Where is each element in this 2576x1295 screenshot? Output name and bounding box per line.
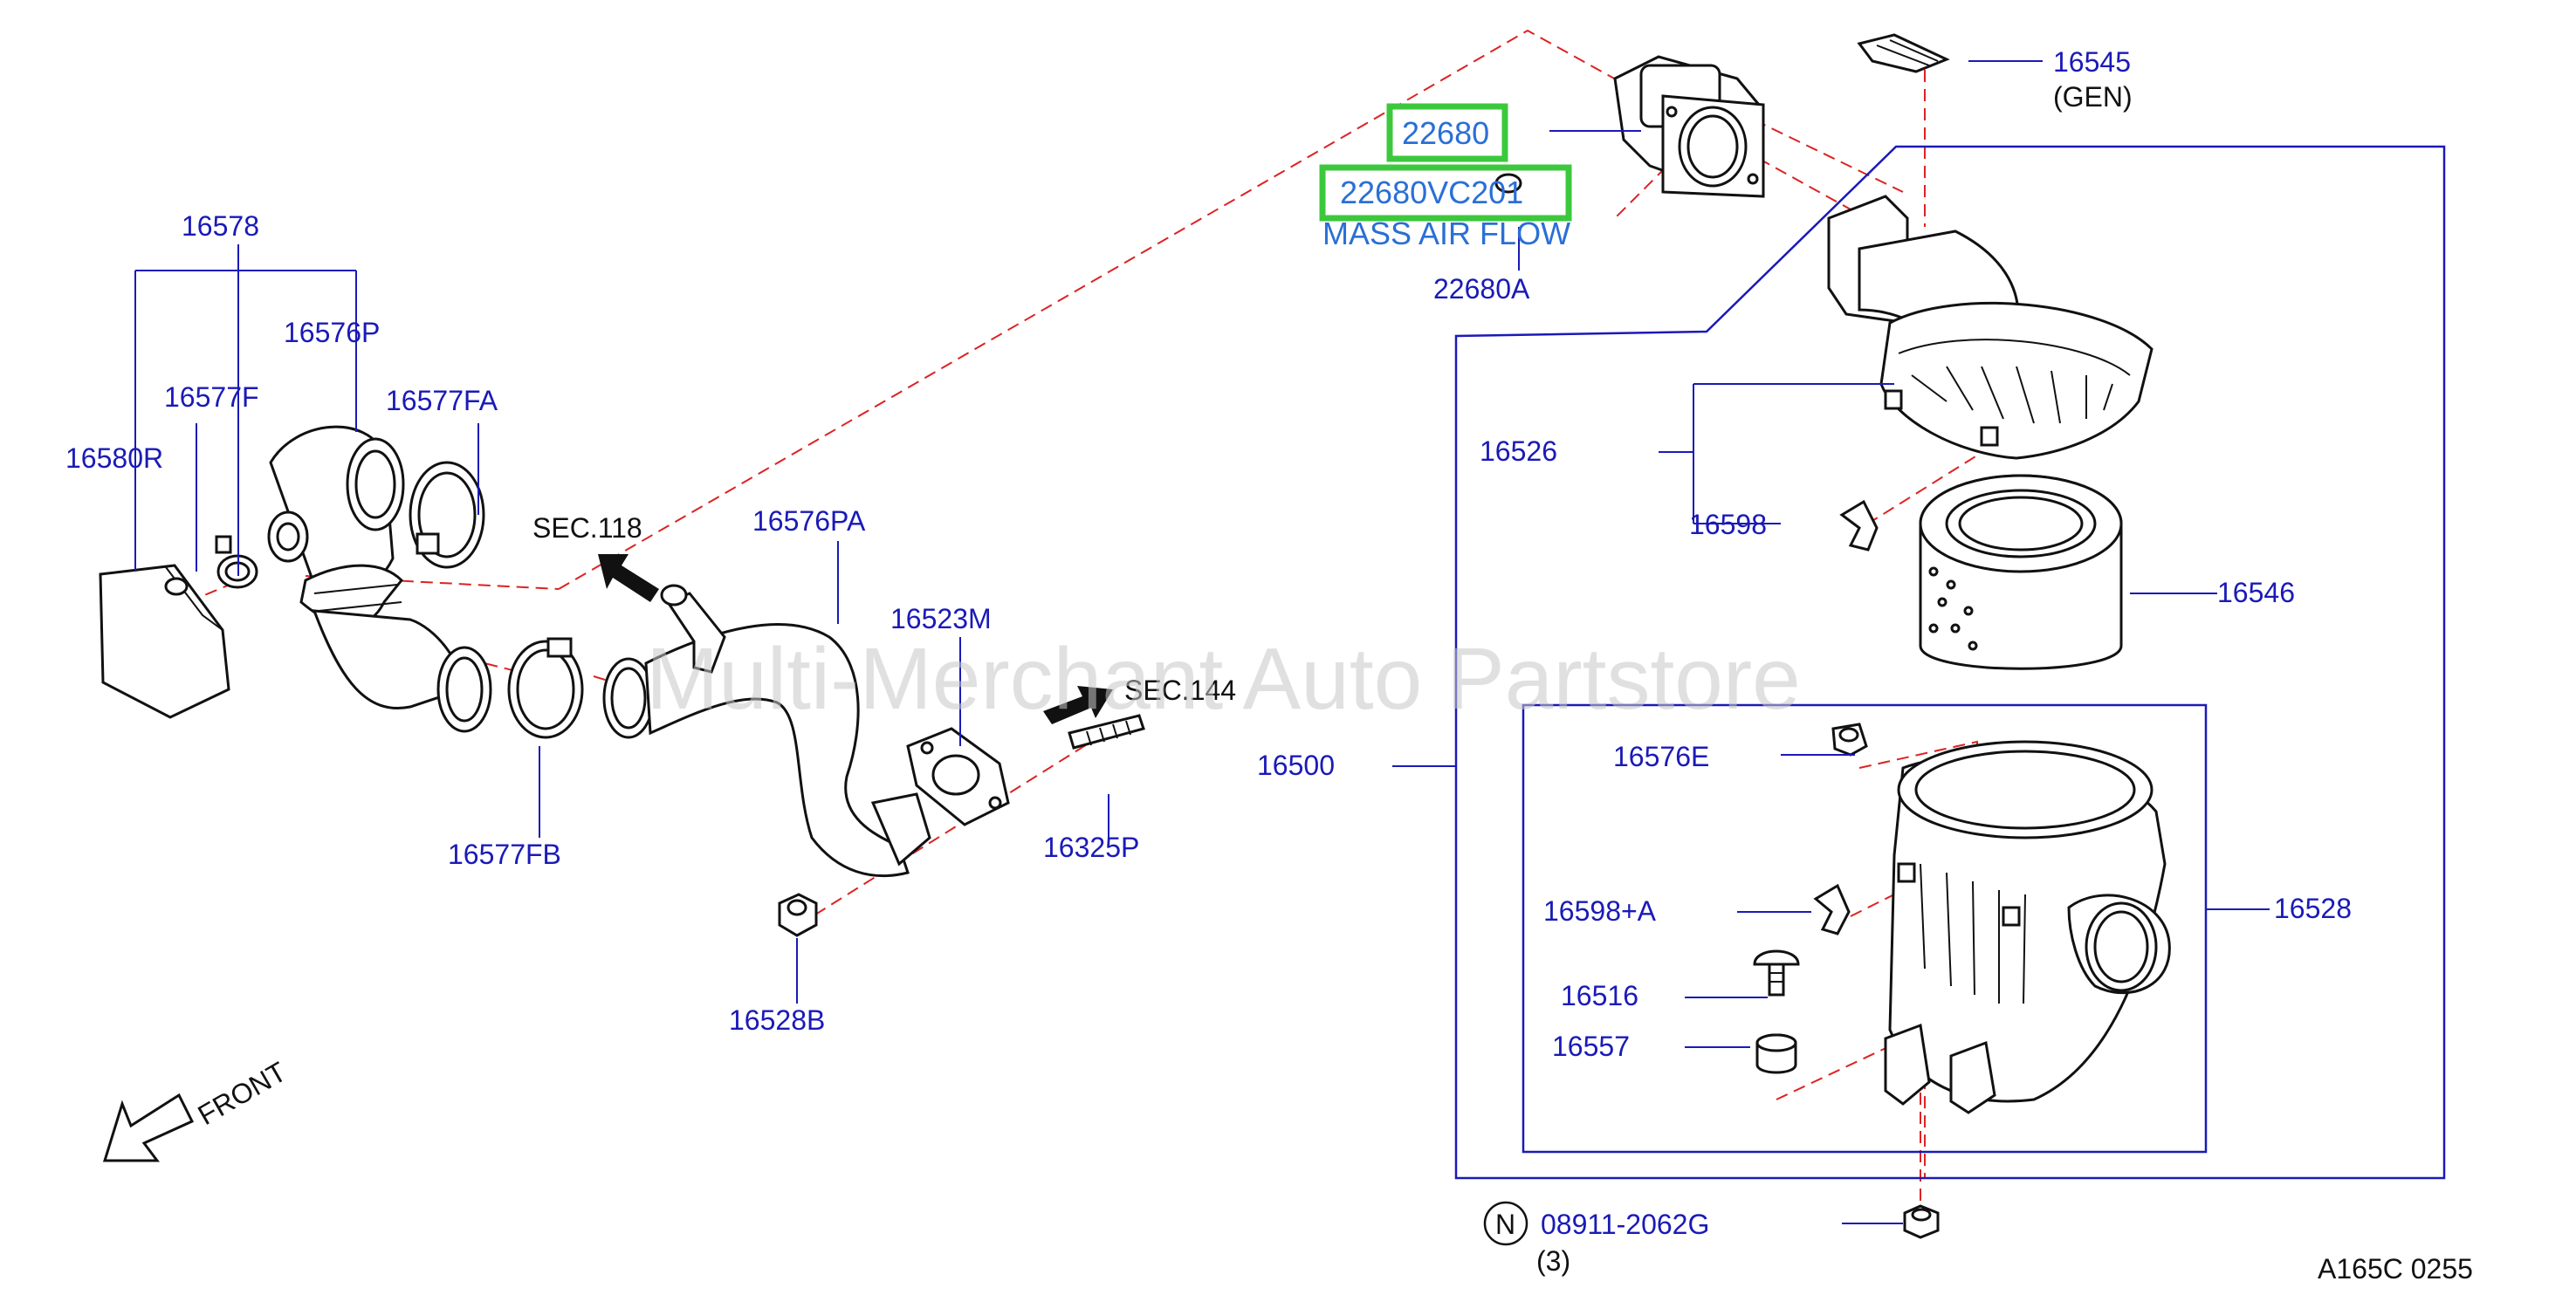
n-mark-circle xyxy=(1483,1201,1528,1246)
label-16546: 16546 xyxy=(2217,577,2295,608)
clip-16598 xyxy=(1839,499,1879,552)
clamp-16577FA xyxy=(409,461,485,569)
label-16545: 16545 xyxy=(2053,46,2131,78)
label-22680A: 22680A xyxy=(1433,273,1530,305)
upper-housing-16526 xyxy=(1827,195,2154,460)
label-16576P: 16576P xyxy=(284,317,380,348)
label-16557: 16557 xyxy=(1552,1031,1630,1062)
stud-16325P xyxy=(1068,714,1145,750)
snorkel-16545 xyxy=(1857,33,1950,73)
label-16577F: 16577F xyxy=(164,381,259,413)
label-16598A: 16598+A xyxy=(1543,895,1657,927)
label-22680: 22680 xyxy=(1402,115,1489,151)
grommet-16576E xyxy=(1831,723,1868,757)
label-qty3: (3) xyxy=(1536,1245,1570,1277)
filter-element-16546 xyxy=(1919,474,2123,670)
watermark: Multi-Merchant Auto Partstore xyxy=(646,630,1801,728)
nut-16528B xyxy=(778,893,818,937)
mass-air-flow-sensor-22680 xyxy=(1494,55,1765,198)
label-sec118: SEC.118 xyxy=(532,512,642,544)
label-16598: 16598 xyxy=(1689,509,1767,540)
label-08911-2062G: 08911-2062G xyxy=(1541,1209,1709,1240)
label-16500: 16500 xyxy=(1257,750,1335,781)
highlight-box-22680 xyxy=(1386,103,1508,162)
label-16528: 16528 xyxy=(2274,893,2352,924)
label-16325P: 16325P xyxy=(1043,832,1139,863)
label-mass-air-flow: MASS AIR FLOW xyxy=(1322,216,1570,251)
label-16576PA: 16576PA xyxy=(752,505,866,537)
label-16578: 16578 xyxy=(182,210,259,242)
label-gen: (GEN) xyxy=(2053,81,2133,113)
sec118-arrow-icon xyxy=(598,554,659,602)
label-16576E: 16576E xyxy=(1613,741,1709,772)
label-22680VC201: 22680VC201 xyxy=(1340,175,1523,210)
front-arrow-icon xyxy=(102,1093,195,1162)
duct-16576P xyxy=(267,425,464,709)
mount-rubber-16557 xyxy=(1755,1033,1797,1074)
label-16580R: 16580R xyxy=(65,442,163,474)
clip-16598A xyxy=(1813,883,1851,935)
lower-housing-16528 xyxy=(1884,740,2171,1114)
label-16577FA: 16577FA xyxy=(386,385,498,416)
label-16523M: 16523M xyxy=(890,603,992,634)
label-16516: 16516 xyxy=(1561,980,1638,1011)
leader-lines xyxy=(134,60,2270,1224)
assembly-dash-lines xyxy=(187,29,2009,1204)
highlight-box-22680VC201 xyxy=(1319,164,1572,222)
label-n-mark: N xyxy=(1495,1209,1515,1240)
duct-16576PA xyxy=(602,584,931,878)
resonator-16580R xyxy=(99,564,230,719)
bolt-16516 xyxy=(1753,949,1800,997)
label-16528B: 16528B xyxy=(729,1004,825,1036)
duct-end-16577FB-side xyxy=(436,646,492,733)
assembly-frame-16500 xyxy=(1454,145,2446,1180)
subassembly-frame-16528 xyxy=(1522,703,2208,1154)
sec144-arrow-icon xyxy=(1043,686,1113,724)
label-front: FRONT xyxy=(193,1056,292,1131)
label-16577FB: 16577FB xyxy=(448,839,561,870)
label-16526: 16526 xyxy=(1480,435,1557,467)
clamp-16577F xyxy=(215,535,258,589)
nut-08911-2062G xyxy=(1903,1204,1940,1239)
label-ref-code: A165C 0255 xyxy=(2318,1253,2473,1285)
gasket-16523M xyxy=(906,727,1010,826)
clamp-16577FB xyxy=(507,637,584,739)
label-sec144: SEC.144 xyxy=(1124,675,1236,706)
